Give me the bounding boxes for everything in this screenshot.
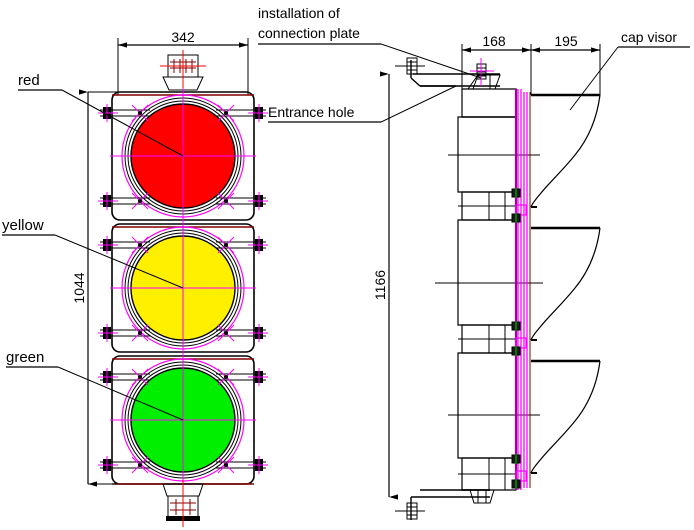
lamp-bolts-green <box>98 368 268 474</box>
cap-visor-yellow <box>530 226 601 341</box>
lamp-bolts-red <box>98 104 268 210</box>
dimension-height-value: 1044 <box>71 272 87 303</box>
label-red-text: red <box>18 72 40 89</box>
label-yellow: yellow <box>2 217 184 289</box>
label-red: red <box>18 72 184 157</box>
cap-visor-green <box>530 359 601 474</box>
side-retaining-bolts <box>511 188 521 489</box>
side-top-cap-detail <box>472 74 491 90</box>
lamp-module-red <box>110 88 256 224</box>
note-installation-connection-plate: installation of connection plate <box>258 5 482 79</box>
label-green: green <box>6 349 184 421</box>
side-lens-tabs <box>515 204 527 482</box>
front-view <box>98 38 268 527</box>
side-housing-body <box>457 88 517 491</box>
note-cap-visor: cap visor <box>569 29 690 111</box>
top-mount-centerline <box>160 50 206 95</box>
connection-plate-centerline <box>470 58 494 86</box>
note-installation-line1: installation of <box>258 5 340 21</box>
dimension-depth-195: 195 <box>531 33 601 95</box>
dimension-body-depth-value: 168 <box>482 33 506 49</box>
label-yellow-text: yellow <box>2 217 44 234</box>
side-bottom-nipple <box>469 489 495 504</box>
note-entrance-hole: Entrance hole <box>268 85 457 123</box>
side-lamp-chambers <box>458 192 516 490</box>
label-green-text: green <box>6 349 44 366</box>
dimension-height-1166: 1166 <box>372 71 398 500</box>
note-cap-visor-text: cap visor <box>621 29 677 45</box>
side-top-cap <box>467 74 501 90</box>
note-installation-line2: connection plate <box>258 25 360 41</box>
dimension-overall-height-value: 1166 <box>372 270 388 300</box>
side-view <box>395 57 601 520</box>
note-entrance-hole-text: Entrance hole <box>268 104 355 120</box>
dimension-width-value: 342 <box>171 29 195 45</box>
side-centerlines <box>435 154 543 416</box>
mounting-bracket <box>410 60 500 87</box>
dimension-visor-depth-value: 195 <box>554 33 578 49</box>
dimension-width-342: 342 <box>118 29 248 48</box>
dimension-height-1044: 1044 <box>71 89 118 487</box>
cap-visor-red <box>530 93 601 208</box>
lamp-module-green <box>110 352 256 490</box>
side-lens-plate <box>517 89 528 490</box>
lamp-bolts-yellow <box>98 236 268 342</box>
